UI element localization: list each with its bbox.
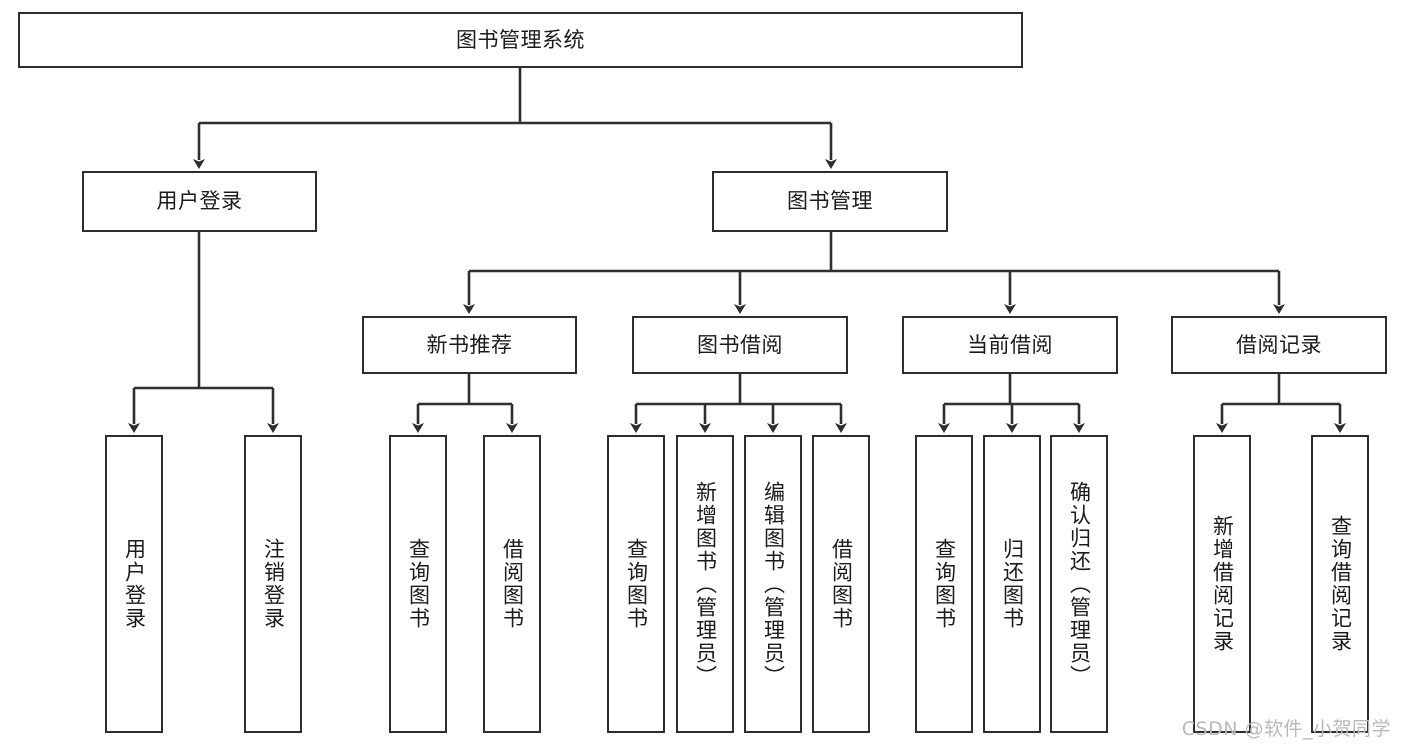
leaf-book-borrow-add[interactable]: 新增图书（管理员）: [676, 435, 734, 733]
node-book-management[interactable]: 图书管理: [712, 171, 948, 232]
leaf-new-book-query[interactable]: 查询图书: [389, 435, 447, 733]
node-label: 新增借阅记录: [1210, 515, 1235, 653]
node-label: 图书借阅: [697, 332, 783, 357]
node-label: 查询图书: [932, 538, 957, 630]
node-label: 用户登录: [122, 538, 147, 630]
node-book-borrow[interactable]: 图书借阅: [632, 316, 848, 374]
node-label: 注销登录: [261, 538, 286, 630]
node-label: 用户登录: [156, 189, 243, 214]
node-label: 编辑图书（管理员）: [761, 480, 786, 688]
leaf-book-borrow-query[interactable]: 查询图书: [607, 435, 665, 733]
node-root-system[interactable]: 图书管理系统: [18, 12, 1023, 68]
node-new-book-recommend[interactable]: 新书推荐: [362, 316, 577, 374]
leaf-book-borrow-lend[interactable]: 借阅图书: [812, 435, 870, 733]
node-label: 新增图书（管理员）: [693, 480, 718, 688]
node-label: 借阅图书: [829, 538, 854, 630]
node-borrow-record[interactable]: 借阅记录: [1171, 316, 1387, 374]
leaf-current-borrow-query[interactable]: 查询图书: [915, 435, 973, 733]
node-label: 查询图书: [406, 538, 431, 630]
node-label: 图书管理系统: [456, 27, 585, 52]
leaf-borrow-record-add[interactable]: 新增借阅记录: [1193, 435, 1251, 733]
leaf-borrow-record-query[interactable]: 查询借阅记录: [1311, 435, 1369, 733]
csdn-watermark: CSDN @软件_小贺同学: [1181, 718, 1391, 740]
node-label: 查询借阅记录: [1328, 515, 1353, 653]
leaf-book-borrow-edit[interactable]: 编辑图书（管理员）: [744, 435, 802, 733]
node-user-login[interactable]: 用户登录: [82, 171, 317, 232]
leaf-current-borrow-confirm-return[interactable]: 确认归还（管理员）: [1050, 435, 1108, 733]
leaf-user-login-signin[interactable]: 用户登录: [105, 435, 163, 733]
leaf-current-borrow-return[interactable]: 归还图书: [983, 435, 1041, 733]
leaf-new-book-borrow[interactable]: 借阅图书: [483, 435, 541, 733]
node-label: 查询图书: [624, 538, 649, 630]
node-label: 归还图书: [1000, 538, 1025, 630]
node-label: 图书管理: [787, 189, 873, 214]
node-label: 借阅图书: [500, 538, 525, 630]
node-label: 当前借阅: [967, 332, 1053, 357]
node-current-borrow[interactable]: 当前借阅: [902, 316, 1118, 374]
node-label: 确认归还（管理员）: [1067, 480, 1092, 688]
node-label: 新书推荐: [426, 332, 513, 357]
leaf-user-login-signout[interactable]: 注销登录: [244, 435, 302, 733]
node-label: 借阅记录: [1236, 332, 1322, 357]
